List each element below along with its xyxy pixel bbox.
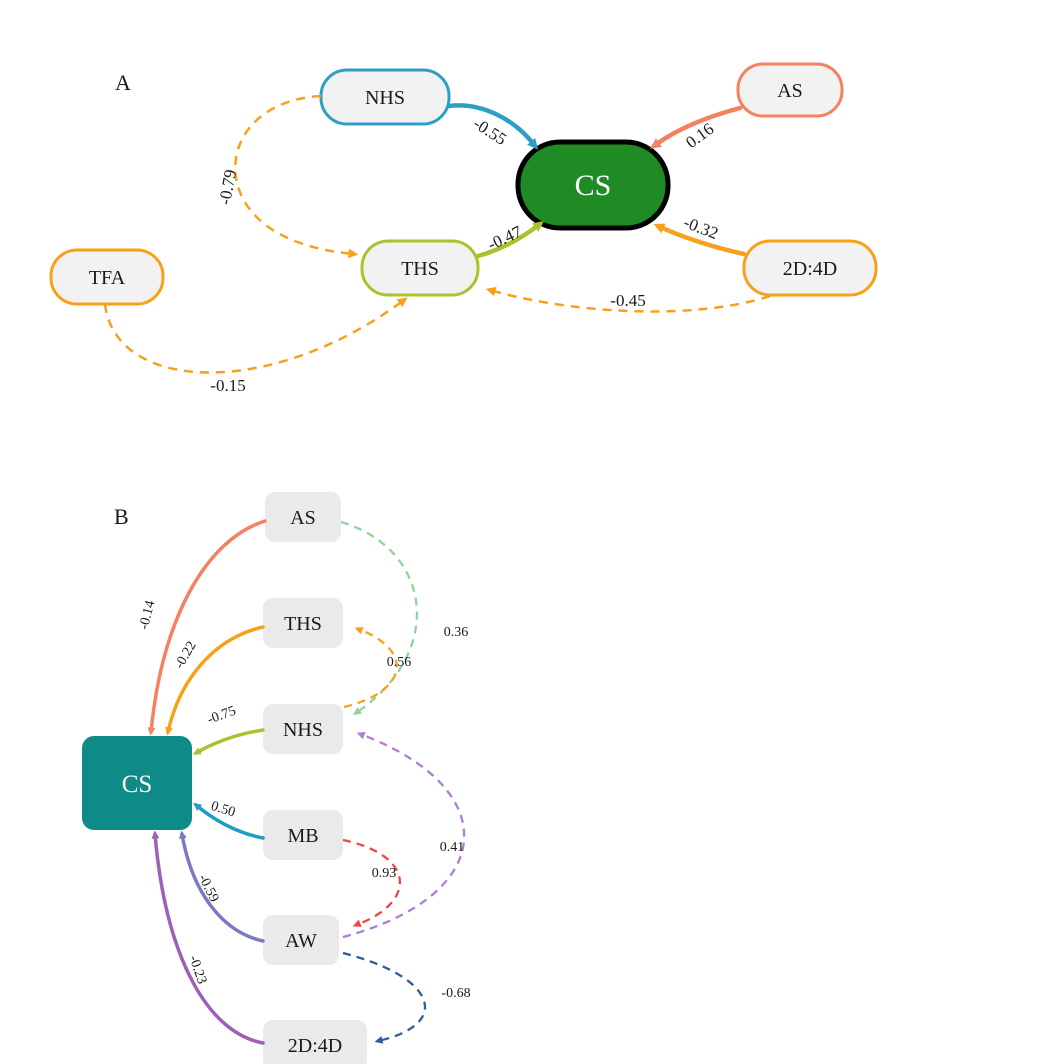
node-ths-b-box: [263, 598, 343, 648]
node-cs-a: CS: [515, 139, 671, 231]
edge-nhs-ths: [234, 94, 355, 256]
edge-nhs-ths-arrowhead: [348, 248, 359, 259]
panel-b-letter: B: [114, 504, 129, 529]
node-as-b: AS: [265, 492, 341, 542]
node-mb-b: MB: [263, 810, 343, 860]
edge-nhs-ths-b: [343, 627, 398, 709]
panel-b-dashed-edges: 0.36 0.56 0.41 0.93 -0.68: [340, 520, 471, 1044]
edge-mb-aw-b-arrowhead: [352, 919, 362, 927]
edge-mb-cs-b: [194, 803, 265, 840]
node-nhs-b: NHS: [263, 704, 343, 754]
node-cs-a-label: CS: [575, 169, 612, 202]
edge-aw-2d4d-b-arrowhead: [374, 1036, 384, 1044]
edge-label-aw-nhs-b: 0.41: [440, 840, 465, 855]
node-cs-a-box: [515, 139, 671, 231]
edge-label-tfa-ths: -0.15: [210, 376, 245, 395]
edge-as-nhs-b-arrowhead: [353, 707, 362, 716]
edge-label-mb-cs-b: 0.50: [209, 799, 237, 821]
node-nhs-a: NHS: [319, 68, 451, 126]
node-cs-b: CS: [82, 736, 192, 830]
panel-a: A NHS AS CS TFA THS 2D:4D -0.55: [49, 62, 878, 395]
edge-label-2d4d-ths: -0.45: [610, 291, 645, 310]
edge-aw-cs-b: [180, 832, 265, 943]
edge-ths-cs-b-arrowhead: [165, 726, 173, 736]
node-as-a-box: [736, 62, 844, 118]
edge-aw-nhs-b-arrowhead: [356, 731, 366, 740]
node-tfa-a: TFA: [49, 248, 165, 306]
edge-label-mb-aw-b: 0.93: [372, 866, 397, 881]
node-2d4d-a-label: 2D:4D: [783, 258, 837, 280]
panel-b: B CS AS THS NHS MB AW 2D:4D: [82, 492, 471, 1064]
edge-aw-2d4d-b: [342, 951, 426, 1043]
node-cs-b-label: CS: [122, 771, 153, 798]
node-as-b-box: [265, 492, 341, 542]
node-tfa-a-box: [49, 248, 165, 306]
edge-2d4d-cs-b-arrowhead: [151, 830, 160, 839]
node-as-b-label: AS: [290, 507, 316, 529]
node-2d4d-b-label: 2D:4D: [288, 1035, 342, 1057]
edge-nhs-cs-b-arrowhead: [192, 747, 202, 755]
edge-as-cs-arrowhead: [650, 138, 662, 149]
node-as-a-label: AS: [777, 80, 803, 102]
node-aw-b-box: [263, 915, 339, 965]
edge-nhs-cs-b: [194, 728, 265, 755]
edge-ths-cs-arrowhead: [532, 221, 544, 232]
edge-tfa-ths-arrowhead: [396, 297, 408, 308]
edge-2d4d-ths: [489, 288, 771, 313]
node-ths-b: THS: [263, 598, 343, 648]
node-nhs-b-label: NHS: [283, 719, 323, 741]
edge-label-aw-2d4d-b: -0.68: [441, 986, 470, 1001]
edge-as-cs-b: [149, 519, 267, 734]
edge-label-2d4d-cs-b: -0.23: [185, 954, 209, 986]
edge-ths-cs: [475, 221, 543, 259]
edge-aw-nhs-b: [342, 732, 466, 939]
node-aw-b: AW: [263, 915, 339, 965]
node-2d4d-b: 2D:4D: [263, 1020, 367, 1064]
edge-label-nhs-ths-b: 0.56: [387, 655, 412, 670]
node-nhs-b-box: [263, 704, 343, 754]
node-aw-b-label: AW: [285, 930, 317, 952]
edge-tfa-ths: [103, 298, 405, 374]
node-mb-b-label: MB: [287, 825, 318, 847]
edge-label-ths-cs-b: -0.22: [172, 639, 200, 672]
node-ths-a: THS: [360, 239, 480, 297]
node-2d4d-b-box: [263, 1020, 367, 1064]
node-ths-a-box: [360, 239, 480, 297]
node-nhs-a-label: NHS: [365, 87, 405, 109]
node-ths-a-label: THS: [401, 258, 439, 280]
panel-a-letter: A: [115, 70, 131, 95]
edge-2d4d-cs-b: [153, 832, 265, 1045]
node-as-a: AS: [736, 62, 844, 118]
node-2d4d-a-box: [742, 239, 878, 297]
edge-label-as-cs-b: -0.14: [137, 599, 159, 631]
edge-label-as-nhs-b: 0.36: [444, 625, 469, 640]
node-ths-b-label: THS: [284, 613, 322, 635]
node-2d4d-a: 2D:4D: [742, 239, 878, 297]
edge-2d4d-cs: [655, 223, 747, 257]
edge-label-nhs-ths: -0.79: [215, 168, 240, 206]
edge-ths-cs-b: [166, 625, 265, 734]
node-cs-b-box: [82, 736, 192, 830]
edge-2d4d-cs-arrowhead: [653, 223, 666, 234]
edge-nhs-cs-arrowhead: [527, 138, 539, 150]
edge-mb-cs-b-arrowhead: [193, 802, 202, 811]
edge-nhs-ths-b-arrowhead: [354, 627, 364, 635]
edge-nhs-cs: [446, 103, 538, 149]
edge-2d4d-ths-arrowhead: [485, 286, 497, 297]
edge-aw-cs-b-arrowhead: [179, 830, 187, 840]
edge-as-cs-b-arrowhead: [147, 727, 156, 736]
node-tfa-a-label: TFA: [89, 267, 126, 289]
edge-label-ths-cs: -0.47: [485, 222, 526, 254]
panel-b-solid-edges: -0.14 -0.22 -0.75 0.50 -0.59 -0.23: [137, 519, 267, 1045]
node-mb-b-box: [263, 810, 343, 860]
edge-mb-aw-b: [342, 838, 401, 927]
edge-as-cs: [651, 105, 743, 149]
edge-label-nhs-cs-b: -0.75: [206, 704, 239, 728]
edge-as-nhs-b: [340, 520, 419, 714]
